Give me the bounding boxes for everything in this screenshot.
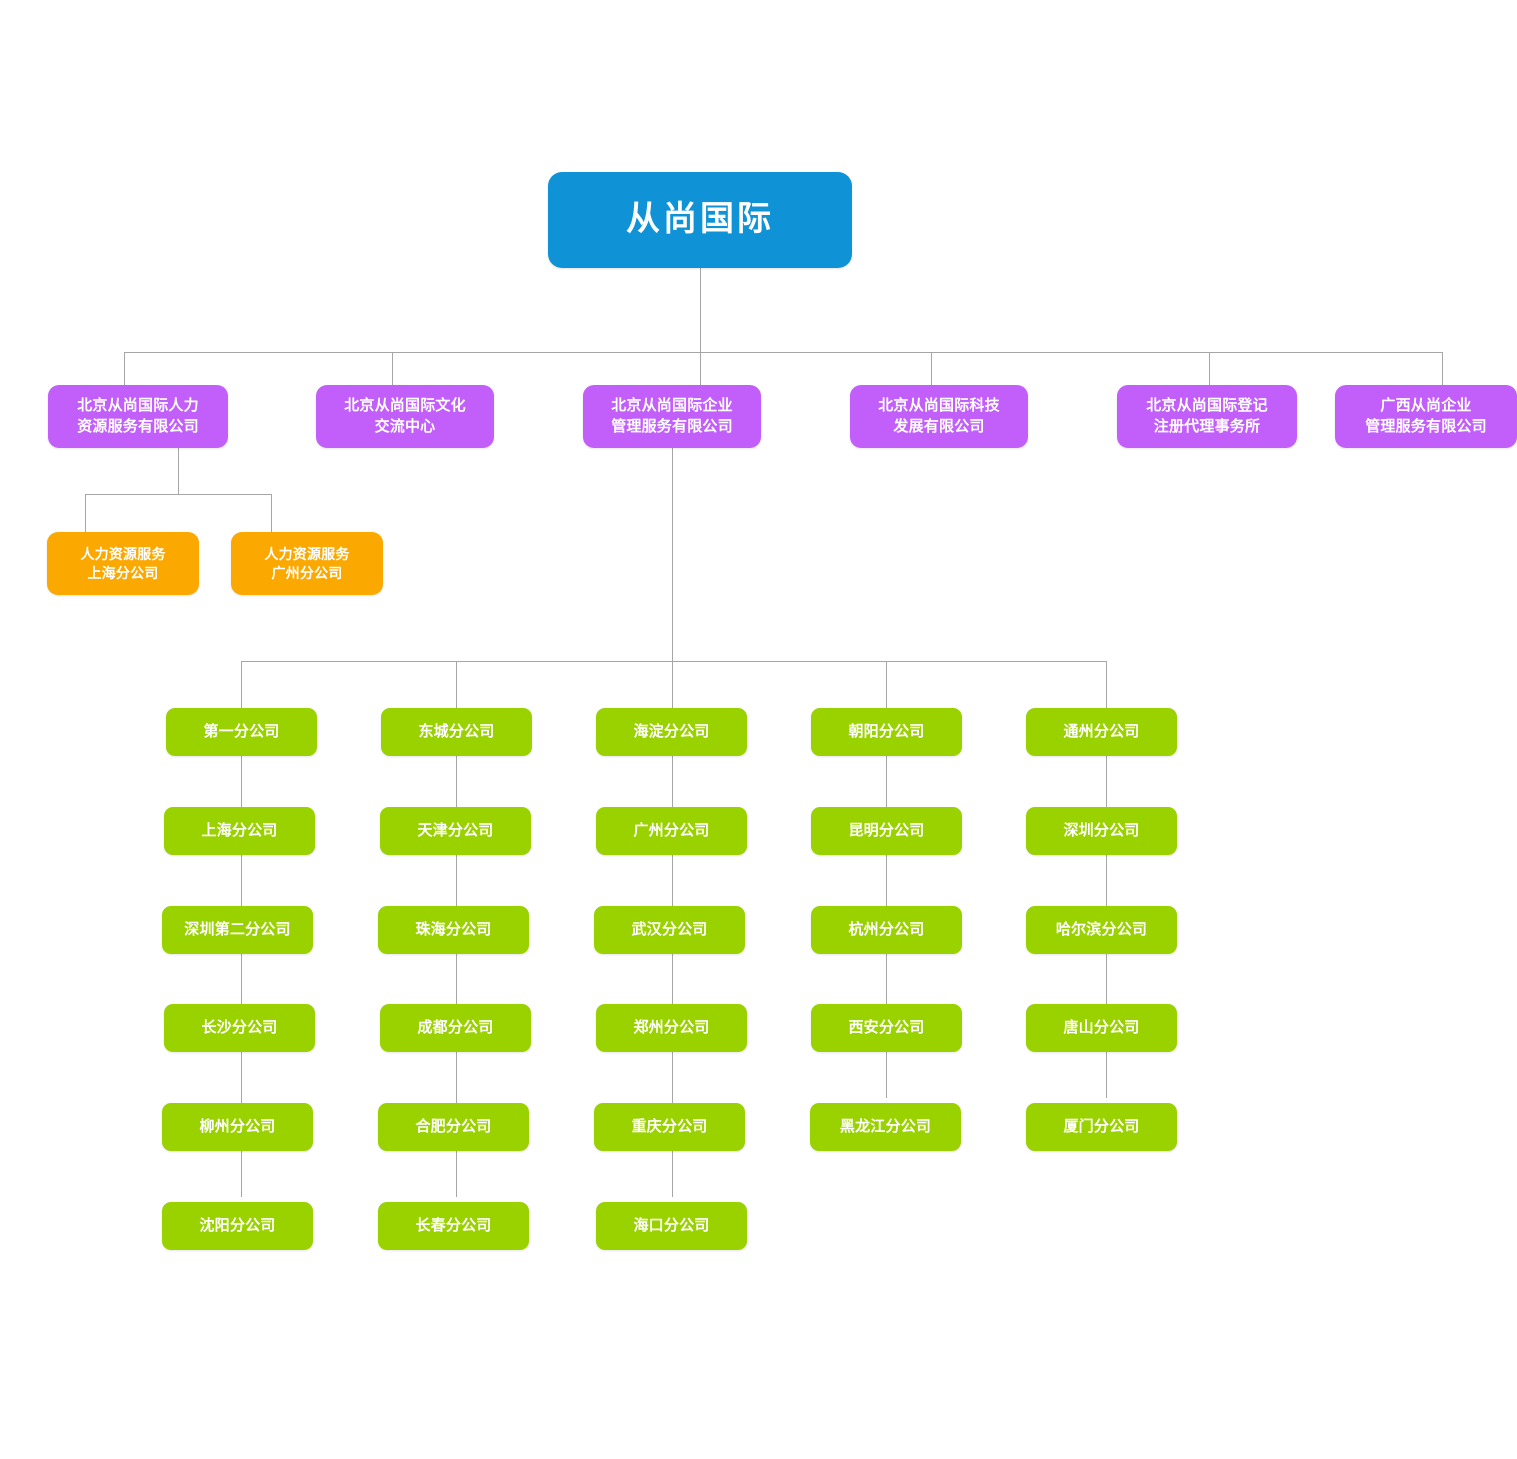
org-node-branch[interactable]: 广州分公司 [596,807,747,855]
org-node-branch[interactable]: 哈尔滨分公司 [1026,906,1177,954]
org-node-branch[interactable]: 西安分公司 [811,1004,962,1052]
org-node-branch[interactable]: 天津分公司 [380,807,531,855]
org-node-branch[interactable]: 沈阳分公司 [162,1202,313,1250]
connector-branch-column-drop-1 [241,661,242,708]
connector-hr-drop-1 [85,494,86,532]
connector-division-bus [124,352,1442,353]
connector-division-drop-6 [1442,352,1443,385]
org-node-branch[interactable]: 重庆分公司 [594,1103,745,1151]
org-node-division-culture[interactable]: 北京从尚国际文化 交流中心 [316,385,494,448]
org-node-branch[interactable]: 成都分公司 [380,1004,531,1052]
org-node-branch[interactable]: 柳州分公司 [162,1103,313,1151]
connector-division-drop-4 [931,352,932,385]
org-node-root[interactable]: 从尚国际 [548,172,852,268]
org-node-branch[interactable]: 黑龙江分公司 [810,1103,961,1151]
org-node-branch[interactable]: 通州分公司 [1026,708,1177,756]
connector-branch-column-drop-4 [886,661,887,708]
org-node-branch[interactable]: 朝阳分公司 [811,708,962,756]
connector-branch-column-drop-3 [672,661,673,708]
org-node-branch[interactable]: 厦门分公司 [1026,1103,1177,1151]
connector-division-drop-1 [124,352,125,385]
org-node-branch[interactable]: 武汉分公司 [594,906,745,954]
org-node-branch[interactable]: 长沙分公司 [164,1004,315,1052]
org-node-branch[interactable]: 海淀分公司 [596,708,747,756]
org-node-branch[interactable]: 昆明分公司 [811,807,962,855]
org-node-branch[interactable]: 第一分公司 [166,708,317,756]
org-node-branch[interactable]: 合肥分公司 [378,1103,529,1151]
connector-root-stem [700,268,701,352]
org-node-hr-branch-shanghai[interactable]: 人力资源服务 上海分公司 [47,532,199,595]
connector-branch-column-drop-2 [456,661,457,708]
connector-branch-bus [241,661,1106,662]
org-node-division-registration[interactable]: 北京从尚国际登记 注册代理事务所 [1117,385,1297,448]
org-node-branch[interactable]: 珠海分公司 [378,906,529,954]
connector-hr-drop-2 [271,494,272,532]
connector-hr-stem [178,448,179,494]
org-node-branch[interactable]: 海口分公司 [596,1202,747,1250]
org-node-division-hr[interactable]: 北京从尚国际人力 资源服务有限公司 [48,385,228,448]
org-node-division-guangxi[interactable]: 广西从尚企业 管理服务有限公司 [1335,385,1517,448]
org-node-division-enterprise[interactable]: 北京从尚国际企业 管理服务有限公司 [583,385,761,448]
org-node-division-technology[interactable]: 北京从尚国际科技 发展有限公司 [850,385,1028,448]
org-node-branch[interactable]: 郑州分公司 [596,1004,747,1052]
org-node-branch[interactable]: 杭州分公司 [811,906,962,954]
org-node-branch[interactable]: 深圳第二分公司 [162,906,313,954]
connector-enterprise-stem [672,448,673,661]
connector-hr-bus [85,494,271,495]
org-node-branch[interactable]: 唐山分公司 [1026,1004,1177,1052]
connector-division-drop-5 [1209,352,1210,385]
connector-division-drop-3 [700,352,701,385]
connector-branch-column-drop-5 [1106,661,1107,708]
org-node-branch[interactable]: 长春分公司 [378,1202,529,1250]
org-node-hr-branch-guangzhou[interactable]: 人力资源服务 广州分公司 [231,532,383,595]
org-node-branch[interactable]: 深圳分公司 [1026,807,1177,855]
connector-division-drop-2 [392,352,393,385]
org-node-branch[interactable]: 上海分公司 [164,807,315,855]
org-node-branch[interactable]: 东城分公司 [381,708,532,756]
